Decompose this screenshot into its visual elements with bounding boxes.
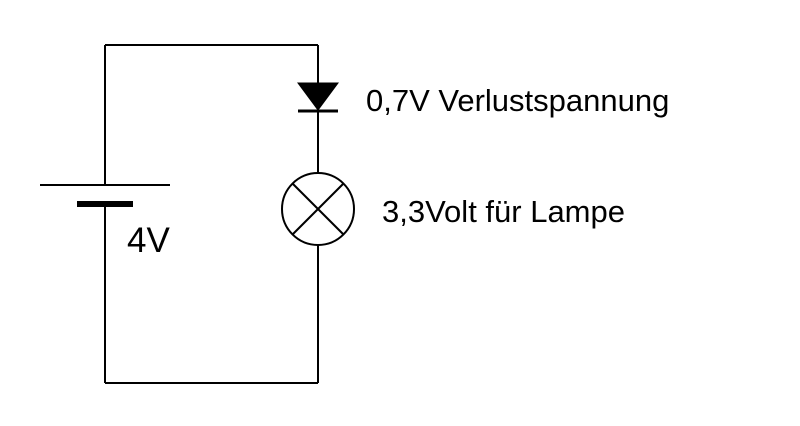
battery-voltage-label: 4V — [127, 221, 170, 260]
lamp-voltage-label: 3,3Volt für Lampe — [382, 194, 625, 229]
diode-voltage-label: 0,7V Verlustspannung — [366, 83, 670, 118]
lamp-cross-line-2 — [291, 182, 345, 236]
diode-triangle-icon — [297, 82, 339, 111]
